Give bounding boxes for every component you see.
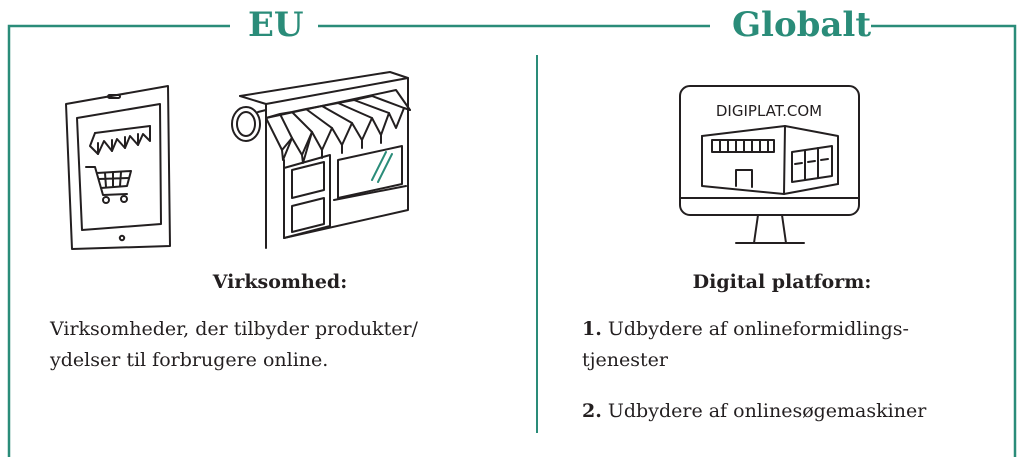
list-item: 2. Udbydere af onlinesøgemaskiner — [582, 396, 1012, 427]
global-subtitle: Digital platform: — [692, 271, 872, 293]
eu-description-line: ydelser til forbrugere online. — [50, 349, 329, 371]
list-number: 2. — [582, 400, 602, 422]
eu-description: Virksomheder, der tilbyder produkter/ yd… — [50, 314, 520, 376]
eu-subtitle: Virksomhed: — [212, 271, 348, 293]
list-number: 1. — [582, 318, 602, 340]
monitor-site-label: DIGIPLAT.COM — [716, 102, 822, 120]
list-text: Udbydere af onlinesøgemaskiner — [601, 400, 927, 422]
list-text: Udbydere af onlineformidlings- — [601, 318, 909, 340]
heading-global: Globalt — [732, 5, 872, 45]
eu-description-line: Virksomheder, der tilbyder produkter/ — [50, 318, 418, 340]
list-text: tjenester — [582, 349, 668, 371]
heading-eu: EU — [248, 5, 304, 45]
list-item: 1. Udbydere af onlineformidlings- tjenes… — [582, 314, 1012, 376]
